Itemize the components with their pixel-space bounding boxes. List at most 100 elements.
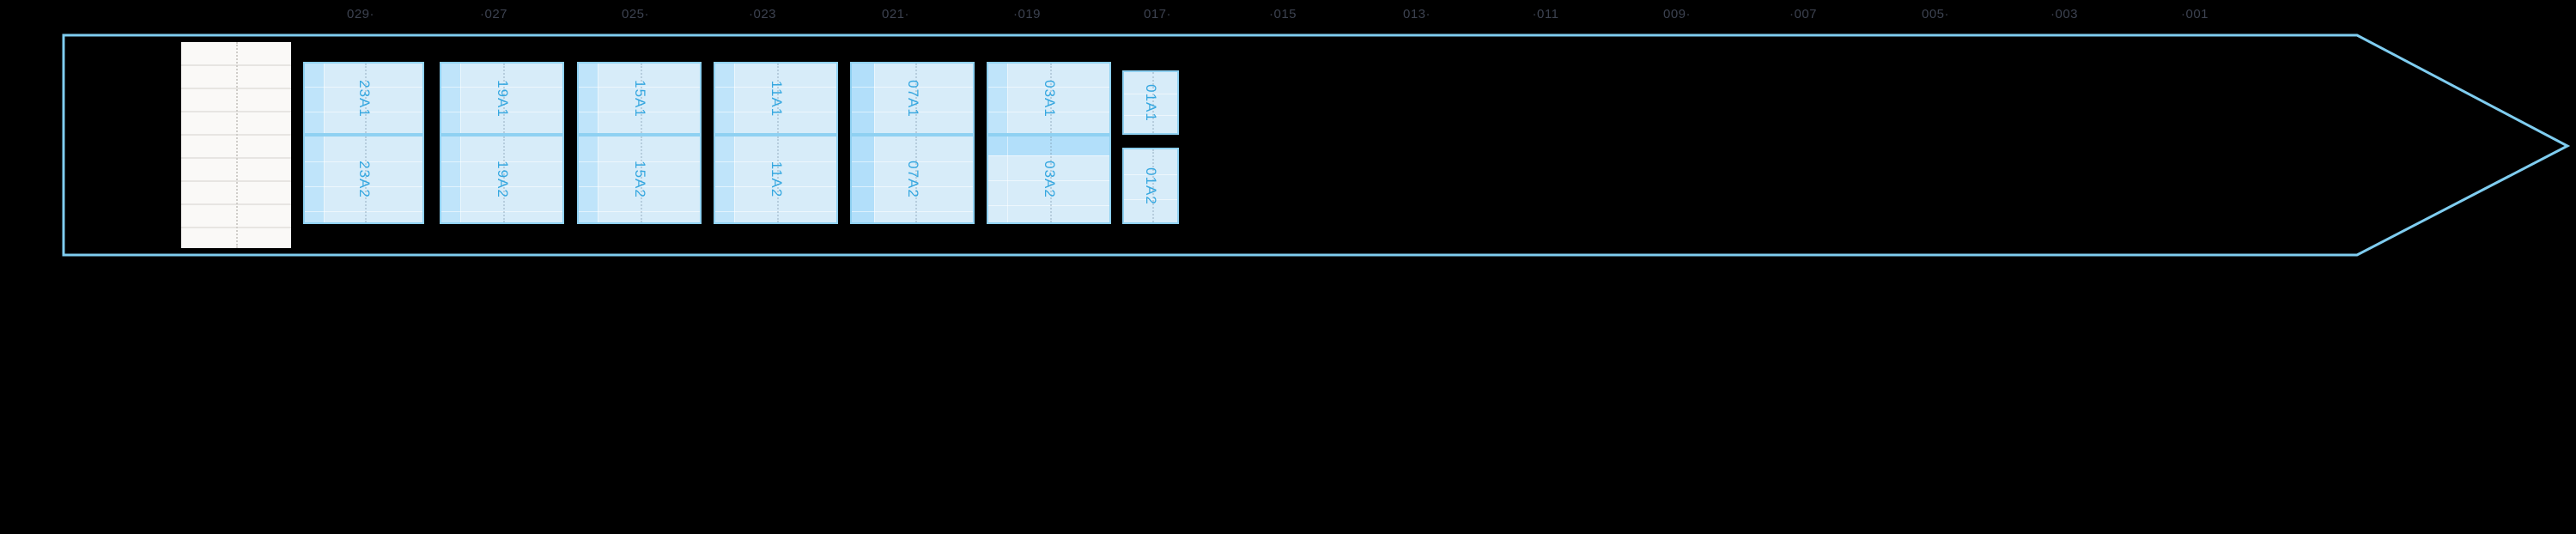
bay-23-a2-accent [305,137,324,222]
bay-number-tick: ·007 [1789,7,1818,21]
slot-divider [460,64,461,133]
bay-number-tick: ·019 [1012,7,1042,21]
bay-15-a1-accent [579,64,598,133]
slot-divider [715,161,836,162]
bay-23-a1-label: 23A1 [355,79,373,118]
bay-23-a2-label: 23A2 [355,161,373,198]
bay-19-a2-accent [441,137,460,222]
bay-23-a2-centerline [365,137,367,222]
slot-divider [988,180,1109,181]
bay-15-a2-accent [579,137,598,222]
slot-divider [852,186,973,187]
bay-15-tier-a1[interactable]: 15A1 [577,62,702,135]
hold-centerline [236,42,238,248]
slot-divider [715,211,836,212]
slot-divider [715,186,836,187]
bay-07-a2-label: 07A2 [904,161,921,198]
slot-divider [1007,64,1008,133]
bay-03-a2-centerline [1050,137,1052,222]
bay-15-a2-centerline [641,137,642,222]
slot-divider [852,211,973,212]
bay-07-a2-centerline [915,137,917,222]
slot-divider [874,64,875,133]
bay-number-tick: 025· [621,7,650,21]
bay-11-a1-accent [715,64,734,133]
bay-23-a1-centerline [365,64,367,133]
bay-number-tick: 017· [1143,7,1172,21]
bay-07-tier-a1[interactable]: 07A1 [850,62,975,135]
slot-divider [734,137,735,222]
bay-07-a2-accent [852,137,874,222]
bay-number-tick: 013· [1402,7,1431,21]
slot-divider [305,87,422,88]
bay-19-a1-centerline [503,64,505,133]
bay-03-a1-centerline [1050,64,1052,133]
bay-07-a1-centerline [915,64,917,133]
bay-03-tier-a2[interactable]: 03A2 [987,135,1111,224]
bay-07-a1-label: 07A1 [904,79,921,118]
bay-number-tick: 029· [346,7,375,21]
slot-divider [305,186,422,187]
slot-divider [852,161,973,162]
bay-number-tick: ·015 [1268,7,1297,21]
bay-15-tier-a2[interactable]: 15A2 [577,135,702,224]
bay-11-a2-centerline [777,137,779,222]
bay-19-tier-a1[interactable]: 19A1 [440,62,564,135]
bay-23-tier-a1[interactable]: 23A1 [303,62,424,135]
bay-23-a1-accent [305,64,324,133]
slot-divider [1124,115,1177,116]
slot-divider [579,161,700,162]
bay-01-a1-centerline [1152,72,1154,133]
bay-15-a1-label: 15A1 [631,79,648,118]
bay-19-a2-centerline [503,137,505,222]
slot-divider [852,87,973,88]
bay-number-tick: ·003 [2050,7,2079,21]
slot-divider [441,87,562,88]
bay-11-tier-a1[interactable]: 11A1 [714,62,838,135]
slot-divider [579,87,700,88]
slot-divider [1007,137,1008,222]
bay-number-tick: ·027 [479,7,508,21]
slot-divider [1124,174,1177,175]
bay-03-a2-accent [988,137,1109,155]
slot-divider [579,186,700,187]
bay-01-a1-label: 01A1 [1143,83,1159,122]
bay-11-a2-label: 11A2 [768,161,785,198]
bay-number-tick: ·001 [2180,7,2209,21]
slot-divider [988,205,1109,206]
bay-15-a1-centerline [641,64,642,133]
slot-divider [305,211,422,212]
slot-divider [874,137,875,222]
slot-divider [305,161,422,162]
cargo-hold-block[interactable] [181,42,291,248]
bay-number-tick: ·011 [1532,7,1559,21]
bay-03-a1-accent [988,64,1007,133]
bay-19-a2-label: 19A2 [494,161,511,198]
bay-01-a2-centerline [1152,149,1154,222]
bay-19-a1-accent [441,64,460,133]
bay-number-tick: ·023 [748,7,777,21]
slot-divider [988,155,1109,156]
bay-11-a1-label: 11A1 [768,80,785,117]
bay-11-a2-accent [715,137,734,222]
bay-19-tier-a2[interactable]: 19A2 [440,135,564,224]
slot-divider [441,211,562,212]
bay-23-tier-a2[interactable]: 23A2 [303,135,424,224]
bay-11-a1-centerline [777,64,779,133]
slot-divider [1124,199,1177,200]
bay-01-tier-a2[interactable]: 01A2 [1122,148,1179,224]
bay-03-tier-a1[interactable]: 03A1 [987,62,1111,135]
bay-number-tick: 005· [1921,7,1950,21]
bay-01-tier-a1[interactable]: 01A1 [1122,70,1179,135]
bay-11-tier-a2[interactable]: 11A2 [714,135,838,224]
slot-divider [324,137,325,222]
slot-divider [734,64,735,133]
bay-15-a2-label: 15A2 [631,161,648,198]
bay-19-a1-label: 19A1 [494,79,511,118]
bay-07-tier-a2[interactable]: 07A2 [850,135,975,224]
slot-divider [324,64,325,133]
bay-number-tick: 009· [1662,7,1692,21]
